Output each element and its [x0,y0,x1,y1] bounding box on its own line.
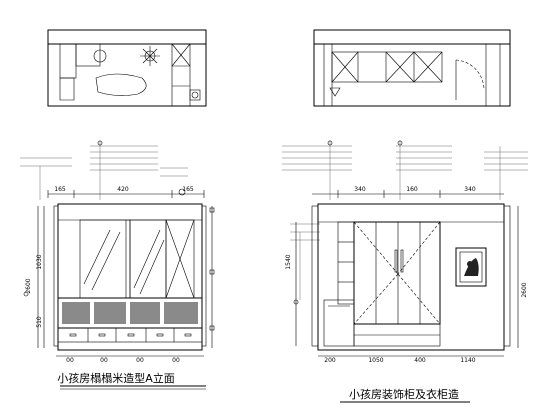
dim-top-a-3: 165 [182,186,194,193]
drawing-b-title: 小孩房装饰柜及衣柜造 [349,387,459,401]
elevation-a: 165 420 165 2600 1030 510 [20,140,215,390]
ceiling-lamp-icon [140,46,160,66]
dim-top-b-3: 340 [464,186,476,193]
dim-top-a-2: 420 [117,186,129,193]
dim-top-b-1: 340 [354,186,366,193]
dim-left-a-low: 510 [36,316,43,328]
elevation-b: 340 160 340 [282,140,528,403]
dim-left-a-mid: 1030 [36,254,43,269]
wall-picture [455,247,487,287]
drawing-a-title: 小孩房榻榻米造型A立面 [57,371,175,385]
dim-bottom-a-4: 00 [172,357,180,364]
dim-bottom-a-2: 00 [100,357,108,364]
dim-top-b-2: 160 [406,186,418,193]
dim-bottom-a-1: 00 [66,357,74,364]
dim-top-a-1: 165 [54,186,66,193]
plan-section-a [47,29,207,107]
plan-section-b [313,29,511,107]
dim-left-b: 1540 [285,254,292,269]
leader-labels-a [20,140,188,297]
dim-bottom-a-3: 00 [136,357,144,364]
dim-left-a-height: 2600 [25,278,32,293]
dim-bottom-b-3: 400 [414,357,426,364]
dim-right-b: 2600 [521,282,528,297]
tatami-pattern [62,302,198,324]
dim-bottom-b-4: 1140 [460,357,475,364]
dim-bottom-b-2: 1050 [368,357,383,364]
leader-labels-b [282,140,528,305]
dim-bottom-b-1: 200 [324,357,336,364]
